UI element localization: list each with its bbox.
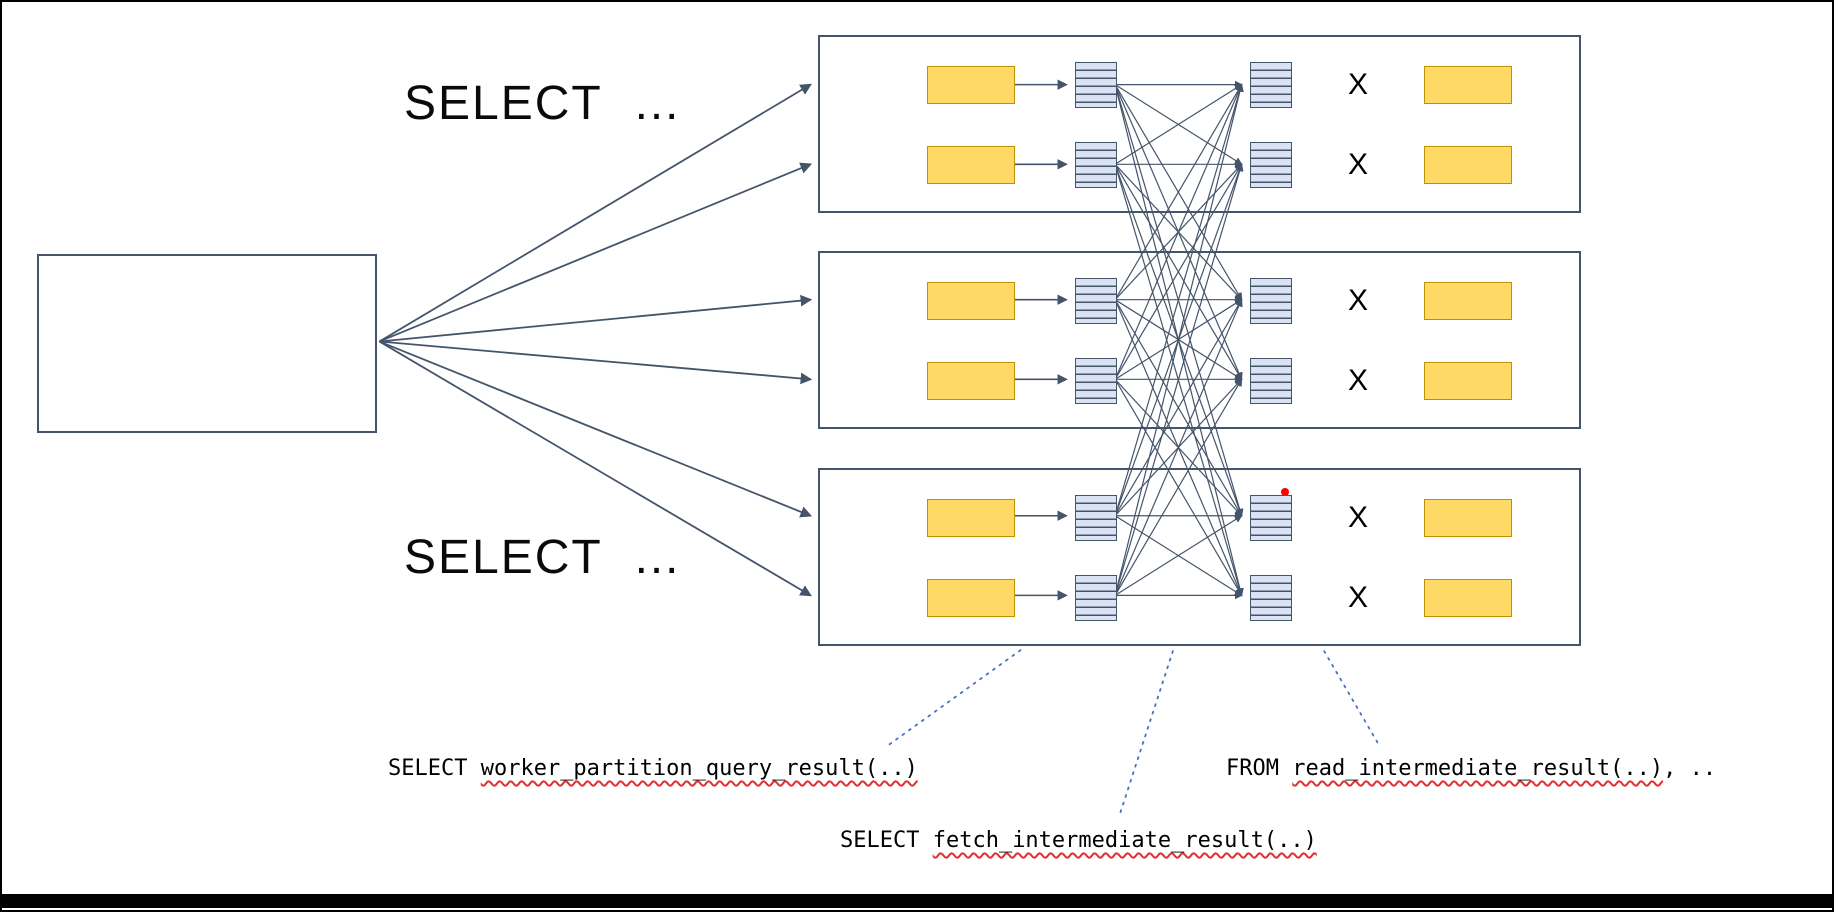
worker-node-box-3: [818, 468, 1581, 646]
worker-node-box-2: [818, 251, 1581, 429]
coordinator-node-box: [37, 254, 377, 433]
worker-node-box-1: [818, 35, 1581, 213]
